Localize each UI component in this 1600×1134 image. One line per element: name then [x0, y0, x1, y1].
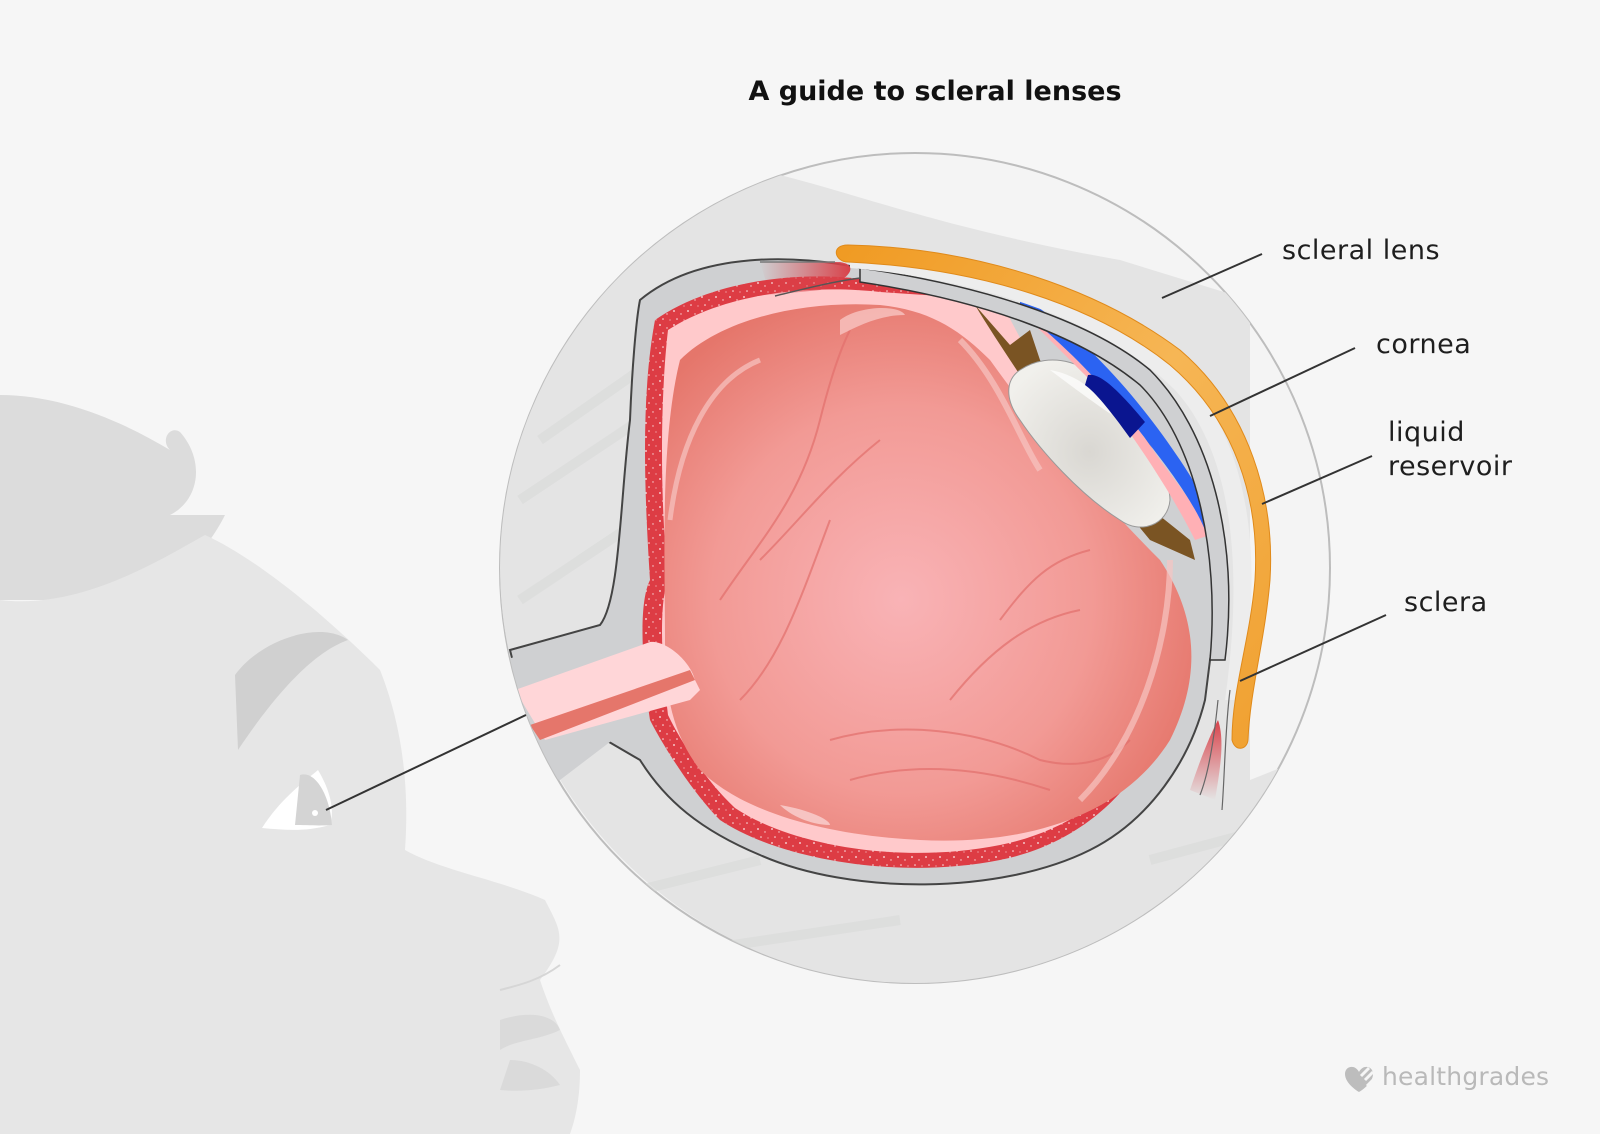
label-liquid-reservoir-line2: reservoir	[1388, 451, 1513, 482]
eyebrow	[235, 632, 348, 750]
heart-icon	[1345, 1066, 1377, 1092]
label-liquid-reservoir-line1: liquid	[1388, 417, 1465, 448]
leader-lines	[1161, 253, 1387, 682]
iris-side	[295, 774, 332, 826]
magnified-eye-circle	[499, 152, 1331, 984]
face-shape	[0, 535, 580, 1134]
brand-logo: healthgrades	[1382, 1062, 1549, 1091]
leader-liquid-reservoir	[1261, 455, 1373, 505]
upper-lid-muscle	[760, 262, 851, 295]
brand-name: healthgrades	[1382, 1062, 1550, 1091]
vitreous-body	[664, 304, 1192, 841]
leader-scleral-lens	[1161, 253, 1263, 299]
label-scleral-lens: scleral lens	[1282, 235, 1441, 266]
magnify-pointer-line	[325, 713, 529, 811]
face-silhouette	[0, 395, 580, 1134]
leader-cornea	[1209, 347, 1356, 417]
label-cornea: cornea	[1376, 329, 1472, 360]
liquid-reservoir	[850, 255, 1252, 700]
leader-sclera	[1239, 614, 1387, 682]
scleral-lens-shape	[835, 244, 1272, 749]
label-sclera: sclera	[1404, 587, 1488, 618]
cornea-layer	[859, 267, 1230, 661]
hair-shape	[0, 395, 225, 600]
page-title: A guide to scleral lenses	[748, 76, 1122, 107]
pupil-band	[1085, 374, 1145, 438]
